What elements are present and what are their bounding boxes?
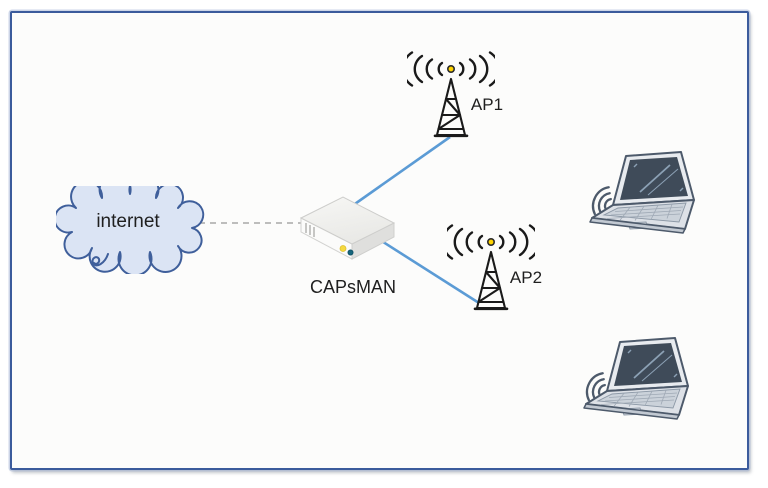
radio-waves-icon	[401, 51, 501, 87]
router-led-teal	[347, 249, 354, 256]
tower-lattice	[473, 250, 509, 311]
node-internet	[53, 173, 206, 279]
internet-label: internet	[96, 211, 160, 232]
screen-reflections	[627, 349, 678, 382]
ap1-label: AP1	[470, 95, 504, 114]
node-ap1	[401, 51, 501, 144]
node-ap2	[441, 224, 541, 317]
wireless-router-icon	[299, 196, 396, 260]
cloud-tail-curl	[91, 253, 109, 267]
laptop-icon	[583, 337, 689, 420]
link-capsman-ap1	[351, 135, 451, 208]
router-vent-slots	[305, 223, 315, 237]
wifi-waves-icon	[591, 186, 612, 216]
laptop-front-edge	[583, 403, 680, 420]
tower-lattice	[433, 77, 469, 138]
router-led-yellow	[339, 245, 347, 252]
node-laptop2	[576, 336, 694, 425]
capsman-label: CAPsMAN	[309, 277, 396, 297]
link-capsman-ap2	[379, 238, 480, 305]
node-capsman	[298, 193, 398, 274]
laptop-icon	[589, 151, 695, 234]
ap2-label: AP2	[509, 268, 543, 287]
antenna-tower-icon	[441, 224, 541, 311]
node-laptop1	[582, 150, 700, 239]
screen-reflections	[633, 163, 684, 196]
router-top-face	[299, 196, 396, 245]
antenna-beacon-dot	[486, 238, 495, 247]
wifi-waves-icon	[585, 372, 606, 402]
antenna-tower-icon	[401, 51, 501, 138]
radio-waves-icon	[441, 224, 541, 260]
laptop-front-edge	[589, 217, 686, 234]
cloud-icon	[53, 173, 205, 277]
antenna-beacon-dot	[446, 65, 455, 74]
keyboard-keys	[600, 390, 678, 408]
keyboard-keys	[606, 204, 684, 222]
